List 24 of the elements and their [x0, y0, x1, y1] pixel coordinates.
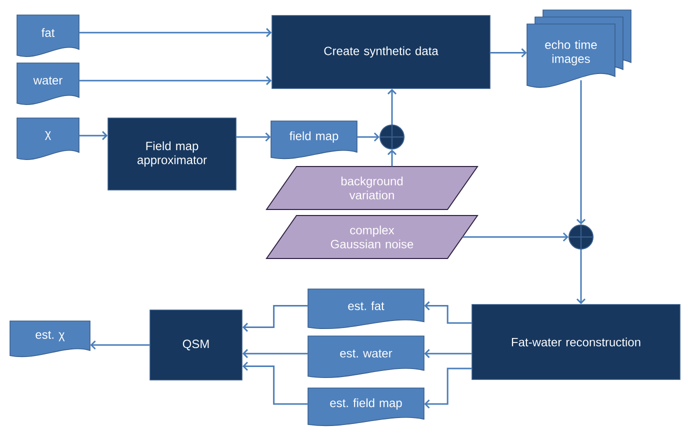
process-box: Field map approximator [108, 118, 236, 190]
sum-symbol [378, 124, 406, 150]
process-box: QSM [150, 310, 242, 380]
arrow [576, 249, 586, 304]
arrow [424, 368, 472, 409]
arrow [576, 80, 586, 224]
arrow [79, 131, 108, 140]
arrow [90, 340, 150, 350]
arrow [462, 232, 568, 242]
arrow [242, 362, 308, 405]
arrow [387, 149, 397, 166]
arrow [236, 132, 271, 142]
arrow [424, 301, 472, 324]
arrow [357, 132, 380, 142]
arrow [79, 28, 272, 38]
arrow [387, 88, 397, 124]
arrow [490, 48, 527, 58]
arrow [242, 305, 308, 332]
process-box: Fat-water reconstruction [472, 304, 680, 380]
arrow [424, 349, 472, 358]
arrow [242, 349, 308, 358]
arrow [79, 76, 272, 86]
sum-symbol [568, 224, 594, 250]
process-box: Create synthetic data [272, 15, 490, 89]
